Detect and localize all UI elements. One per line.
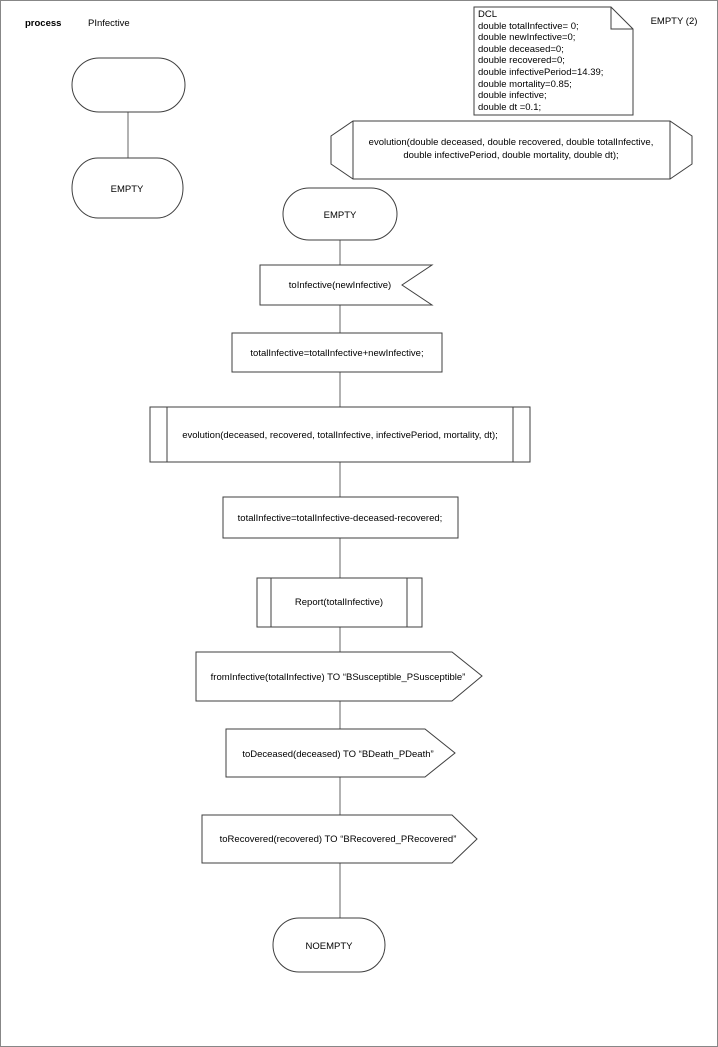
output-signal-label: fromInfective(totalInfective) TO “BSusce… <box>211 672 466 683</box>
dcl-box <box>473 6 634 116</box>
procedure-call-label: Report(totalInfective) <box>295 597 383 608</box>
dcl-line: double recovered=0; <box>478 55 565 66</box>
procedure-call-label: evolution(deceased, recovered, totalInfe… <box>182 430 498 441</box>
dcl-fold-corner <box>610 7 633 30</box>
dcl-line: double infective; <box>478 90 547 101</box>
task-label: totalInfective=totalInfective-deceased-r… <box>238 513 443 524</box>
procedure-signature-symbol: evolution(double deceased, double recove… <box>330 120 693 180</box>
dcl-line: double newInfective=0; <box>478 32 575 43</box>
state-symbol-empty-left <box>71 157 184 219</box>
dcl-line: double deceased=0; <box>478 44 564 55</box>
task-label: totalInfective=totalInfective+newInfecti… <box>250 348 423 359</box>
procedure-call-evolution: evolution(deceased, recovered, totalInfe… <box>149 406 531 463</box>
procedure-call-box <box>149 406 531 463</box>
process-keyword-label: process <box>25 18 61 29</box>
output-signal-symbol-death <box>225 728 456 778</box>
task-box-add <box>231 332 443 373</box>
task-box-subtract <box>222 496 459 539</box>
state-symbol-noempty <box>272 917 386 973</box>
state-label: NOEMPTY <box>306 941 354 952</box>
input-signal-symbol <box>259 264 434 306</box>
state-count-label: EMPTY (2) <box>651 16 698 27</box>
output-signal-label: toRecovered(recovered) TO “BRecovered_PR… <box>220 834 457 845</box>
output-signal-label: toDeceased(deceased) TO “BDeath_PDeath” <box>242 749 433 760</box>
dcl-line: double totalInfective= 0; <box>478 21 579 32</box>
state-label: EMPTY <box>324 210 357 221</box>
procedure-signature-line: evolution(double deceased, double recove… <box>369 137 654 148</box>
procedure-signature-line: double infectivePeriod, double mortality… <box>403 150 618 161</box>
output-signal-symbol-susceptible <box>195 651 483 702</box>
procedure-call-report: Report(totalInfective) <box>256 577 423 628</box>
process-name-label: PInfective <box>88 18 130 29</box>
dcl-line: DCL <box>478 9 497 20</box>
input-signal-label: toInfective(newInfective) <box>289 280 391 291</box>
start-state-symbol <box>71 57 186 113</box>
dcl-line: double dt =0.1; <box>478 102 541 113</box>
dcl-text-symbol: DCL double totalInfective= 0; double new… <box>473 6 634 116</box>
procedure-call-box <box>256 577 423 628</box>
dcl-line: double infectivePeriod=14.39; <box>478 67 603 78</box>
flow-connectors <box>127 112 341 918</box>
state-label: EMPTY <box>111 184 144 195</box>
output-signal-symbol-recovered <box>201 814 478 864</box>
dcl-line: double mortality=0.85; <box>478 79 572 90</box>
state-symbol-empty-main <box>282 187 398 241</box>
